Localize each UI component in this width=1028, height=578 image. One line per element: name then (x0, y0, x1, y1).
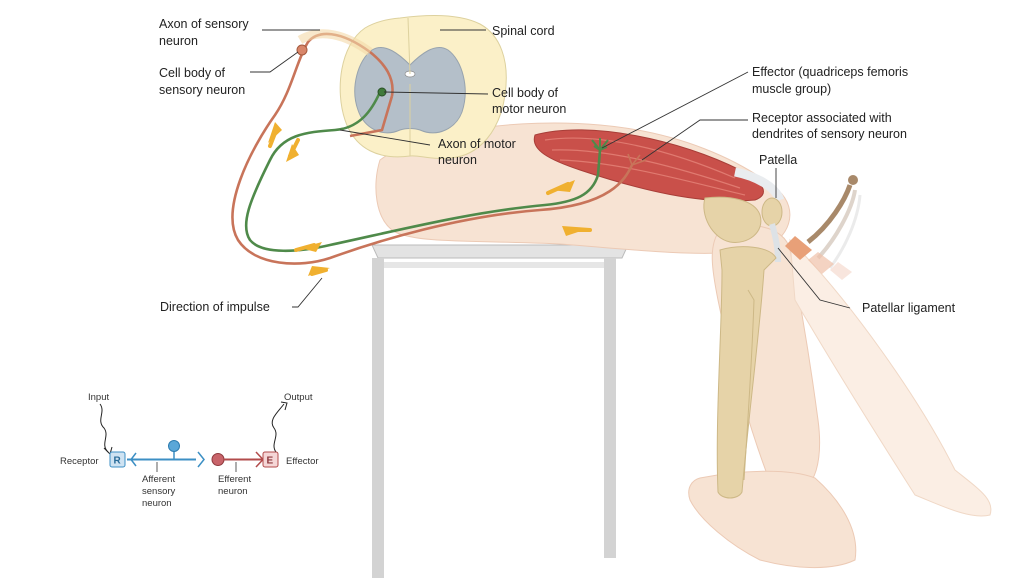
efferent-label: Efferent (218, 474, 251, 485)
sensory-cell-body (296, 44, 308, 56)
afferent-cell-body (168, 440, 180, 452)
label-cell-body-sensory: Cell body of (159, 66, 226, 80)
afferent-label-2: sensory (142, 486, 176, 497)
schematic-receptor-label: Receptor (60, 456, 99, 467)
reflex-arc-schematic: Input Output Receptor R E Effector Affer… (60, 392, 319, 509)
label-patellar-ligament: Patellar ligament (862, 301, 956, 315)
schematic-input-label: Input (88, 392, 109, 403)
label-receptor-2: dendrites of sensory neuron (752, 127, 907, 141)
reflex-hammer (785, 175, 862, 280)
afferent-label-3: neuron (142, 498, 172, 509)
label-cell-body-sensory-2: sensory neuron (159, 83, 245, 97)
label-cell-body-motor-2: motor neuron (492, 102, 566, 116)
schematic-output-label: Output (284, 392, 313, 403)
label-direction-of-impulse: Direction of impulse (160, 300, 270, 314)
label-axon-motor: Axon of motor (438, 137, 516, 151)
efferent-cell-body (211, 453, 225, 466)
label-effector-2: muscle group) (752, 82, 831, 96)
receptor-box (109, 451, 126, 468)
label-receptor: Receptor associated with (752, 111, 892, 125)
receptor-box-letter: R (114, 456, 122, 467)
effector-box-letter: E (267, 456, 274, 467)
label-effector: Effector (quadriceps femoris (752, 65, 908, 79)
efferent-label-2: neuron (218, 486, 248, 497)
neuron-paths (231, 29, 647, 265)
leader-lines (250, 29, 851, 309)
label-patella: Patella (759, 153, 797, 167)
table (371, 244, 629, 578)
leg-illustration (375, 122, 992, 568)
label-axon-sensory: Axon of sensory (159, 17, 249, 31)
afferent-label: Afferent (142, 474, 175, 485)
label-axon-motor-2: neuron (438, 153, 477, 167)
schematic-effector-label: Effector (286, 456, 319, 467)
label-spinal-cord: Spinal cord (492, 24, 555, 38)
label-cell-body-motor: Cell body of (492, 86, 559, 100)
motor-neuron-path (244, 91, 602, 253)
label-axon-sensory-2: neuron (159, 34, 198, 48)
spinal-cord (339, 15, 507, 159)
effector-box (262, 451, 279, 468)
